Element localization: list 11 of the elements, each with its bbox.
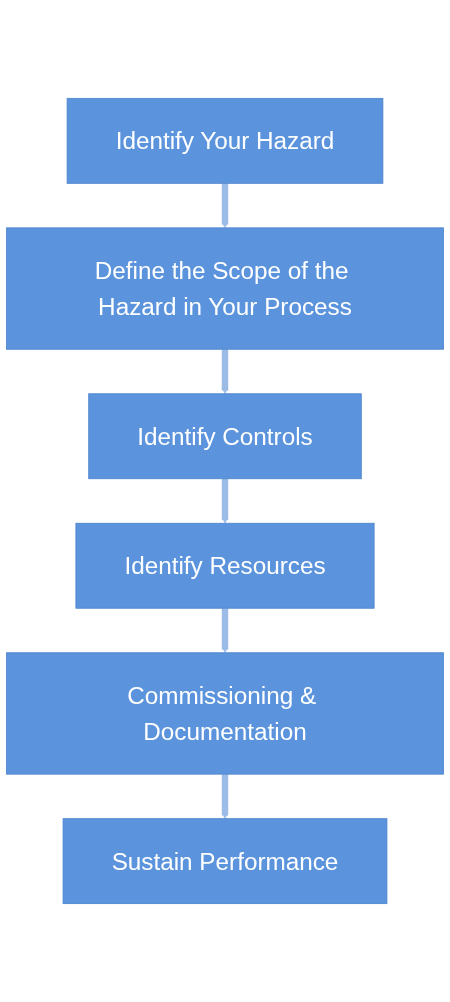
arrow	[221, 478, 229, 524]
arrow	[221, 608, 229, 654]
node-box: Sustain Performance	[62, 818, 388, 905]
arrow	[221, 183, 229, 229]
node-box: Commissioning & Documentation	[6, 652, 444, 775]
arrow	[221, 774, 229, 819]
node-box: Define the Scope of the Hazard in Your Process	[6, 227, 444, 350]
node-box: Identify Controls	[88, 393, 362, 480]
node-box: Identify Your Hazard	[66, 97, 384, 184]
arrow	[221, 349, 229, 395]
node-box: Identify Resources	[75, 522, 375, 609]
